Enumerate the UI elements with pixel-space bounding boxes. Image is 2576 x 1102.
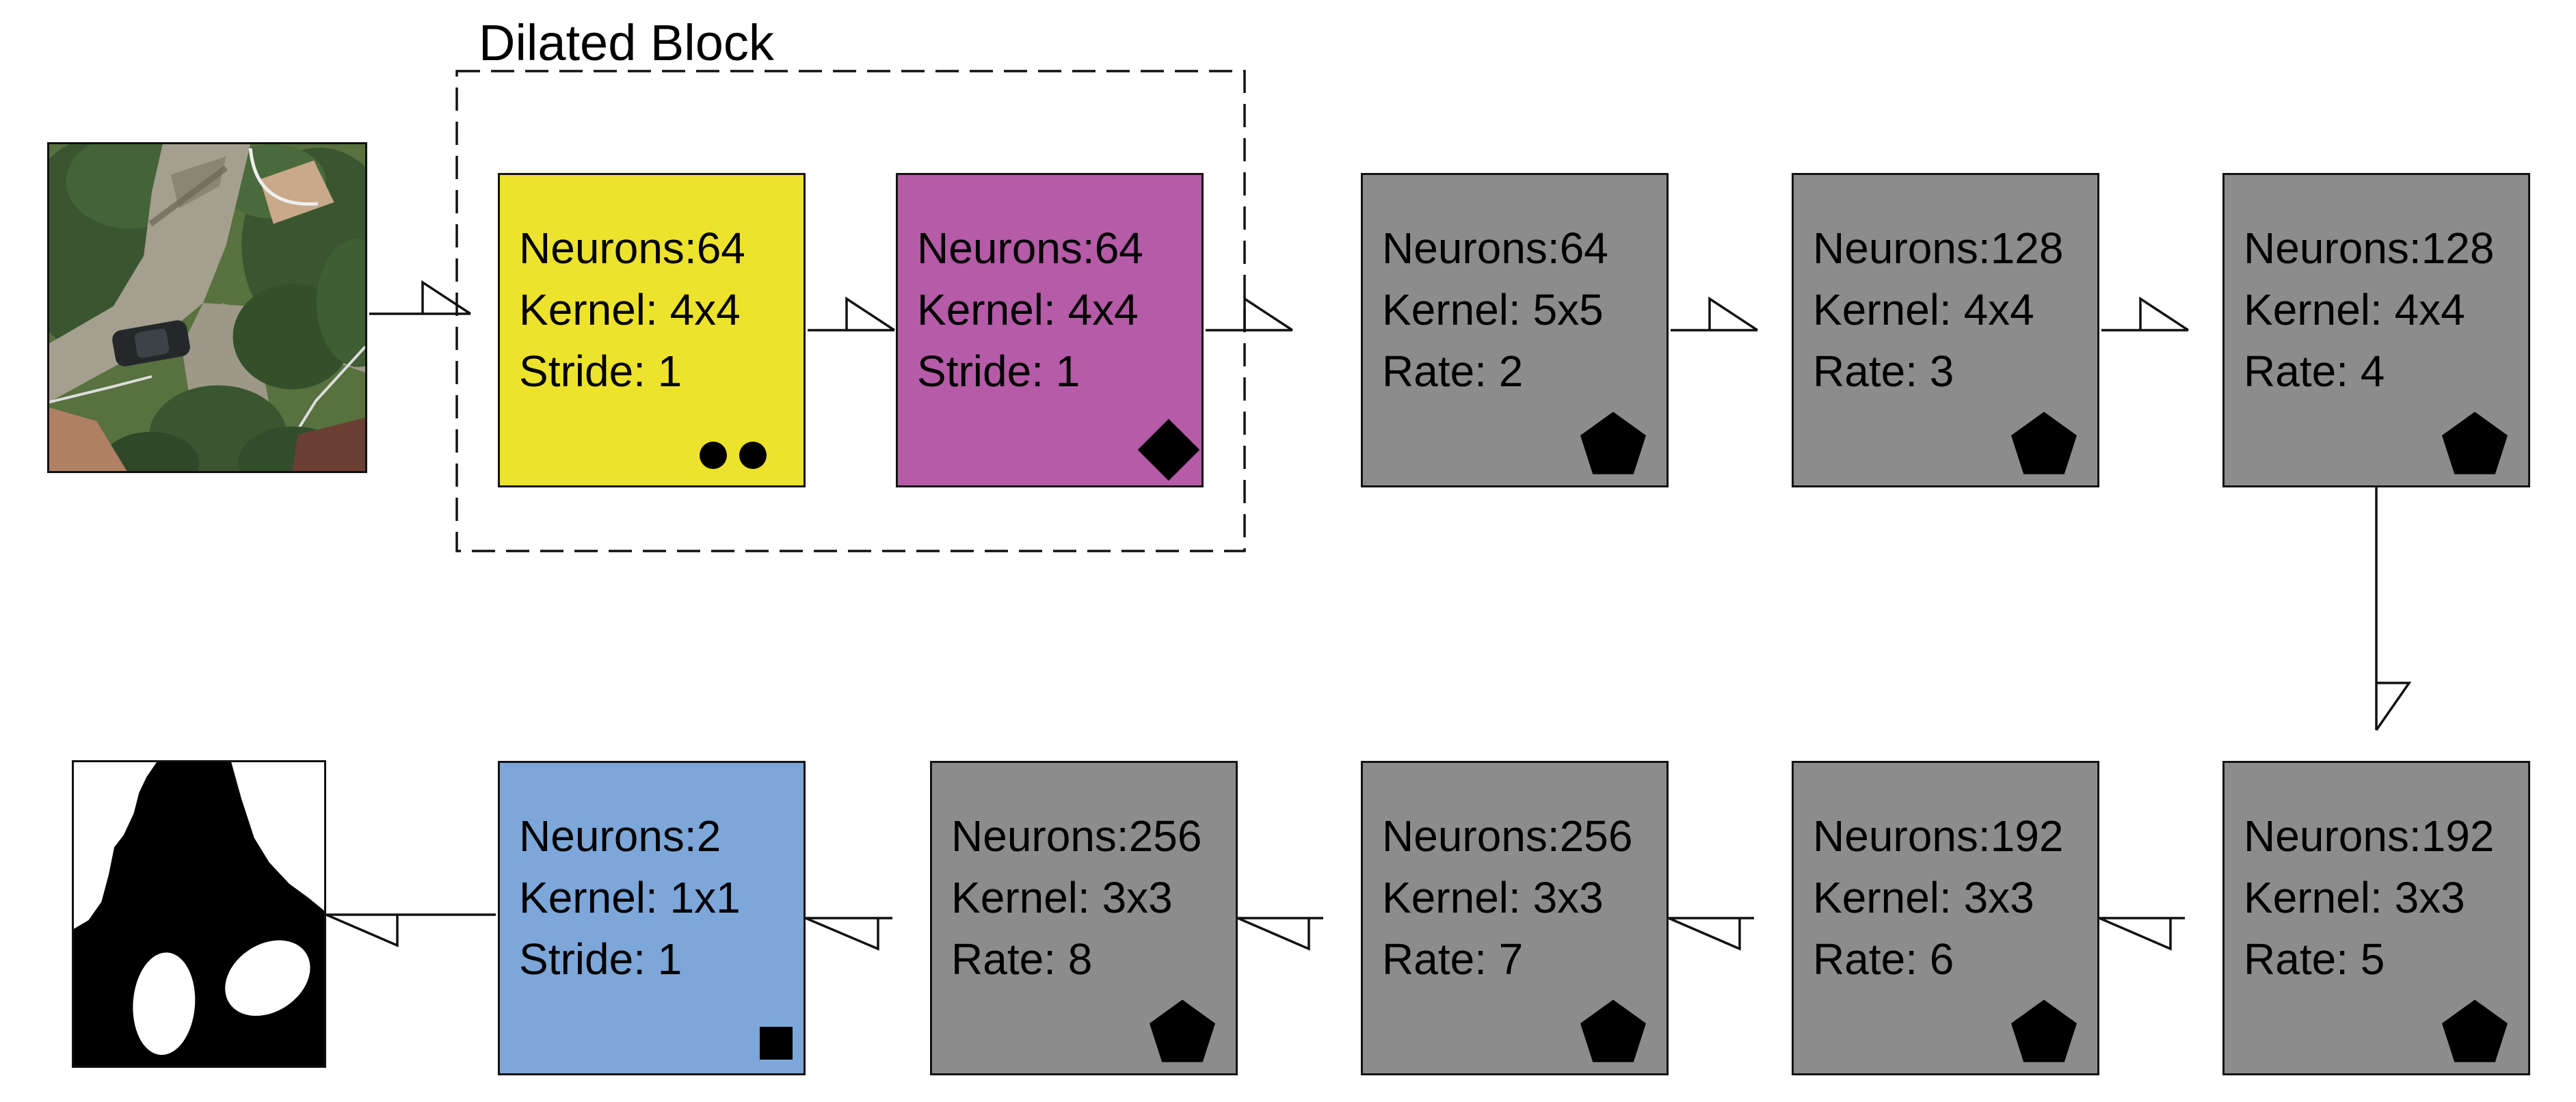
arrow-rate4-to-rate5-down [2375, 487, 2412, 731]
pentagon-icon [2011, 999, 2077, 1062]
arrow-magenta-to-rate2 [1206, 296, 1293, 332]
block-line-kernel: Kernel: 1x1 [519, 873, 741, 922]
arrow-yellow-to-magenta [808, 296, 895, 332]
pentagon-icon [1150, 999, 1215, 1062]
block-line-neurons: Neurons:64 [917, 224, 1143, 273]
circle-icon [700, 442, 727, 469]
diamond-icon [1137, 418, 1200, 481]
block-line-rate: Rate: 8 [951, 935, 1093, 984]
block-line-stride: Stride: 1 [519, 935, 682, 984]
block-line-kernel: Kernel: 5x5 [1382, 285, 1604, 334]
segmentation-mask-illustration [74, 762, 324, 1066]
block-line-rate: Rate: 7 [1382, 935, 1524, 984]
pentagon-icon [1580, 412, 1646, 474]
block-line-rate: Rate: 4 [2244, 347, 2385, 396]
pentagon-icon [2442, 412, 2508, 474]
block-dilated-conv-rate6: Neurons:192 Kernel: 3x3 Rate: 6 [1792, 761, 2099, 1075]
block-line-kernel: Kernel: 3x3 [1382, 873, 1604, 922]
circle-icon [739, 442, 767, 469]
pentagon-icon [2442, 999, 2508, 1062]
pentagon-icon [1580, 999, 1646, 1062]
block-line-rate: Rate: 2 [1382, 347, 1524, 396]
arrow-rate5-to-rate6 [2099, 917, 2185, 951]
block-dilated-conv-rate5: Neurons:192 Kernel: 3x3 Rate: 5 [2222, 761, 2530, 1075]
block-line-neurons: Neurons:2 [519, 811, 721, 861]
block-line-kernel: Kernel: 3x3 [2244, 873, 2465, 922]
pentagon-icon [2011, 412, 2077, 474]
block-conv-yellow: Neurons:64 Kernel: 4x4 Stride: 1 [498, 173, 806, 487]
block-line-neurons: Neurons:192 [2244, 811, 2495, 861]
block-line-kernel: Kernel: 4x4 [2244, 285, 2465, 334]
block-dilated-conv-rate4: Neurons:128 Kernel: 4x4 Rate: 4 [2222, 173, 2530, 487]
block-line-stride: Stride: 1 [917, 347, 1080, 396]
block-line-neurons: Neurons:64 [519, 224, 745, 273]
block-dilated-conv-rate7: Neurons:256 Kernel: 3x3 Rate: 7 [1361, 761, 1669, 1075]
input-aerial-image [47, 142, 367, 473]
dilated-block-label: Dilated Block [479, 14, 774, 71]
arrow-rate8-to-output [805, 917, 892, 951]
arrow-input-to-dilated-block [369, 280, 471, 315]
block-line-kernel: Kernel: 4x4 [1813, 285, 2034, 334]
block-line-kernel: Kernel: 4x4 [917, 285, 1139, 334]
square-icon [760, 1027, 793, 1060]
arrow-rate6-to-rate7 [1668, 917, 1754, 951]
arrow-rate2-to-rate3 [1671, 296, 1758, 332]
block-conv-magenta: Neurons:64 Kernel: 4x4 Stride: 1 [896, 173, 1204, 487]
arrow-rate3-to-rate4 [2101, 296, 2189, 332]
block-dilated-conv-rate8: Neurons:256 Kernel: 3x3 Rate: 8 [930, 761, 1238, 1075]
block-line-neurons: Neurons:64 [1382, 224, 1608, 273]
arrow-output-to-mask [326, 913, 496, 948]
block-line-rate: Rate: 6 [1813, 935, 1954, 984]
block-line-neurons: Neurons:128 [2244, 224, 2495, 273]
block-line-rate: Rate: 3 [1813, 347, 1954, 396]
car [112, 320, 190, 366]
block-line-neurons: Neurons:192 [1813, 811, 2064, 861]
arrow-rate7-to-rate8 [1237, 917, 1323, 951]
block-line-neurons: Neurons:128 [1813, 224, 2064, 273]
block-line-rate: Rate: 5 [2244, 935, 2385, 984]
output-mask-image [72, 760, 326, 1068]
block-dilated-conv-rate2: Neurons:64 Kernel: 5x5 Rate: 2 [1361, 173, 1669, 487]
aerial-photo-illustration [49, 144, 365, 471]
block-line-kernel: Kernel: 3x3 [1813, 873, 2034, 922]
block-line-kernel: Kernel: 3x3 [951, 873, 1173, 922]
block-line-neurons: Neurons:256 [1382, 811, 1633, 861]
block-conv-output: Neurons:2 Kernel: 1x1 Stride: 1 [498, 761, 806, 1075]
block-line-neurons: Neurons:256 [951, 811, 1202, 861]
block-line-stride: Stride: 1 [519, 347, 682, 396]
block-dilated-conv-rate3: Neurons:128 Kernel: 4x4 Rate: 3 [1792, 173, 2099, 487]
block-line-kernel: Kernel: 4x4 [519, 285, 741, 334]
